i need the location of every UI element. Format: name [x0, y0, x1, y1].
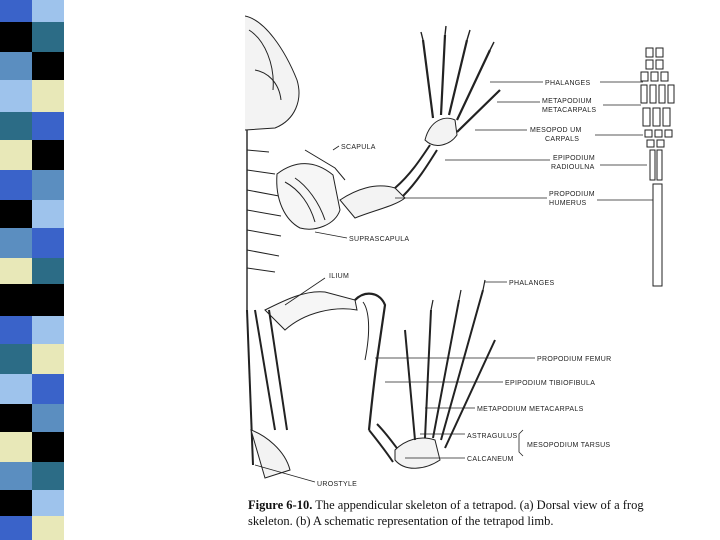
stripe-block — [32, 284, 64, 316]
label-epipodium-top: EPIPODIUM — [553, 155, 595, 162]
stripe-block — [32, 200, 64, 228]
skeleton-figure: PHALANGES METAPODIUM METACARPALS MESOPOD… — [245, 10, 695, 488]
label-propodium-top: PROPODIUM — [549, 191, 595, 198]
stripe-block — [32, 140, 64, 170]
stripe-block — [32, 490, 64, 516]
stripe-block — [32, 228, 64, 258]
label-phalanges-bottom: PHALANGES — [509, 280, 555, 287]
stripe-block — [32, 80, 64, 112]
label-calcaneum: CALCANEUM — [467, 456, 514, 463]
label-phalanges-top: PHALANGES — [545, 80, 591, 87]
label-astragulus: ASTRAGULUS — [467, 433, 517, 440]
stripe-block — [32, 374, 64, 404]
stripe-block — [32, 516, 64, 540]
label-urostyle: UROSTYLE — [317, 481, 357, 488]
stripe-block — [32, 258, 64, 284]
label-metapodium-top: METAPODIUM — [542, 98, 592, 105]
label-mesopodium-tarsus: MESOPODIUM TARSUS — [527, 442, 610, 449]
label-ilium: ILIUM — [329, 273, 349, 280]
label-humerus-top: HUMERUS — [549, 200, 587, 207]
stripe-block — [32, 344, 64, 374]
stripe-block — [32, 316, 64, 344]
label-scapula: SCAPULA — [341, 144, 376, 151]
stripe-block — [32, 112, 64, 140]
stripe-block — [32, 52, 64, 80]
frog-skeleton-drawing — [245, 16, 500, 478]
caption-lead: Figure 6-10. — [248, 498, 312, 512]
label-epipodium-tibiofibula: EPIPODIUM TIBIOFIBULA — [505, 380, 595, 387]
label-propodium-femur: PROPODIUM FEMUR — [537, 356, 612, 363]
stripe-block — [32, 22, 64, 52]
label-metacarpals-top: METACARPALS — [542, 107, 596, 114]
label-mesopodium-top: MESOPOD UM — [530, 127, 582, 134]
figure-caption: Figure 6-10. The appendicular skeleton o… — [248, 497, 688, 529]
schematic-limb — [641, 48, 674, 286]
leader-lines — [255, 82, 653, 482]
stripe-block — [32, 462, 64, 490]
label-metapodium-bottom: METAPODIUM METACARPALS — [477, 406, 584, 413]
stripe-block — [32, 404, 64, 432]
label-radioulna-top: RADIOULNA — [551, 164, 595, 171]
decorative-stripe — [0, 0, 64, 540]
stripe-block — [32, 170, 64, 200]
label-carpals-top: CARPALS — [545, 136, 579, 143]
stripe-block — [32, 432, 64, 462]
stripe-block — [32, 0, 64, 22]
label-suprascapula: SUPRASCAPULA — [349, 236, 409, 243]
